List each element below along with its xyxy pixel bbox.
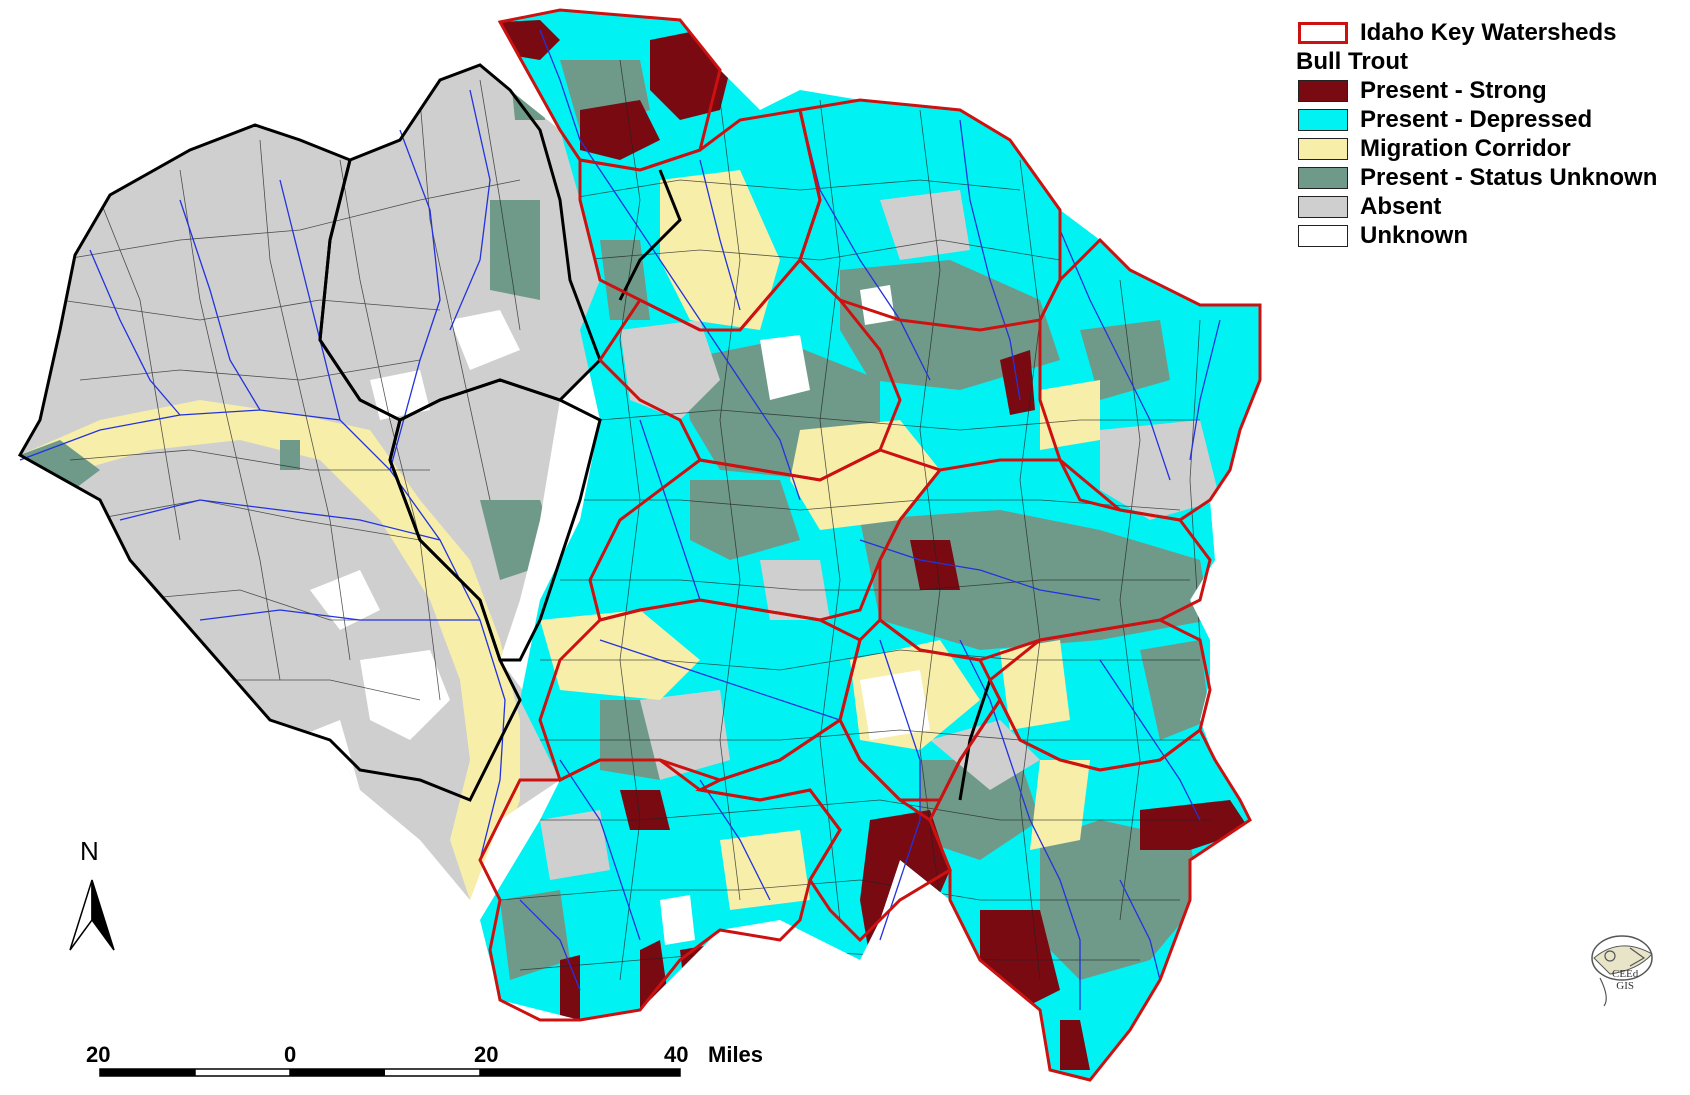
scale-label-40: 40 — [664, 1042, 689, 1067]
logo-text: CEEd GIS — [1612, 968, 1638, 992]
north-arrow-icon — [69, 879, 115, 951]
key-watershed-swatch — [1298, 21, 1348, 44]
legend-label: Absent — [1360, 192, 1442, 220]
logo-line-2: GIS — [1616, 980, 1634, 992]
legend-swatch — [1298, 195, 1348, 218]
legend-label: Migration Corridor — [1360, 134, 1571, 162]
legend-item-absent: Absent — [1298, 192, 1678, 221]
legend-item-migration-corridor: Migration Corridor — [1298, 134, 1678, 163]
legend-item-present-strong: Present - Strong — [1298, 76, 1678, 105]
legend-label: Present - Strong — [1360, 76, 1547, 104]
scale-label-20: 20 — [474, 1042, 499, 1067]
scale-unit-label: Miles — [708, 1042, 764, 1067]
legend-swatch — [1298, 166, 1348, 189]
map-legend: Idaho Key Watersheds Bull Trout Present … — [1296, 18, 1678, 250]
legend-item-present-depressed: Present - Depressed — [1298, 105, 1678, 134]
legend-swatch — [1298, 108, 1348, 131]
logo-line-1: CEEd — [1612, 968, 1639, 980]
legend-item-unknown: Unknown — [1298, 221, 1678, 250]
scale-label-20-left: 20 — [86, 1042, 111, 1067]
scale-bar — [99, 1068, 681, 1077]
ceed-gis-logo-icon — [1591, 935, 1653, 1007]
legend-label: Idaho Key Watersheds — [1360, 18, 1617, 46]
legend-swatch — [1298, 79, 1348, 102]
legend-label: Present - Depressed — [1360, 105, 1593, 133]
legend-swatch — [1298, 137, 1348, 160]
legend-swatch — [1298, 224, 1348, 247]
north-label: N — [80, 836, 99, 866]
scale-label-0: 0 — [284, 1042, 297, 1067]
legend-label: Unknown — [1360, 221, 1468, 249]
legend-label: Present - Status Unknown — [1360, 163, 1658, 191]
legend-header: Bull Trout — [1296, 48, 1408, 75]
legend-item-key-watersheds: Idaho Key Watersheds — [1298, 18, 1678, 47]
legend-item-status-unknown: Present - Status Unknown — [1298, 163, 1678, 192]
